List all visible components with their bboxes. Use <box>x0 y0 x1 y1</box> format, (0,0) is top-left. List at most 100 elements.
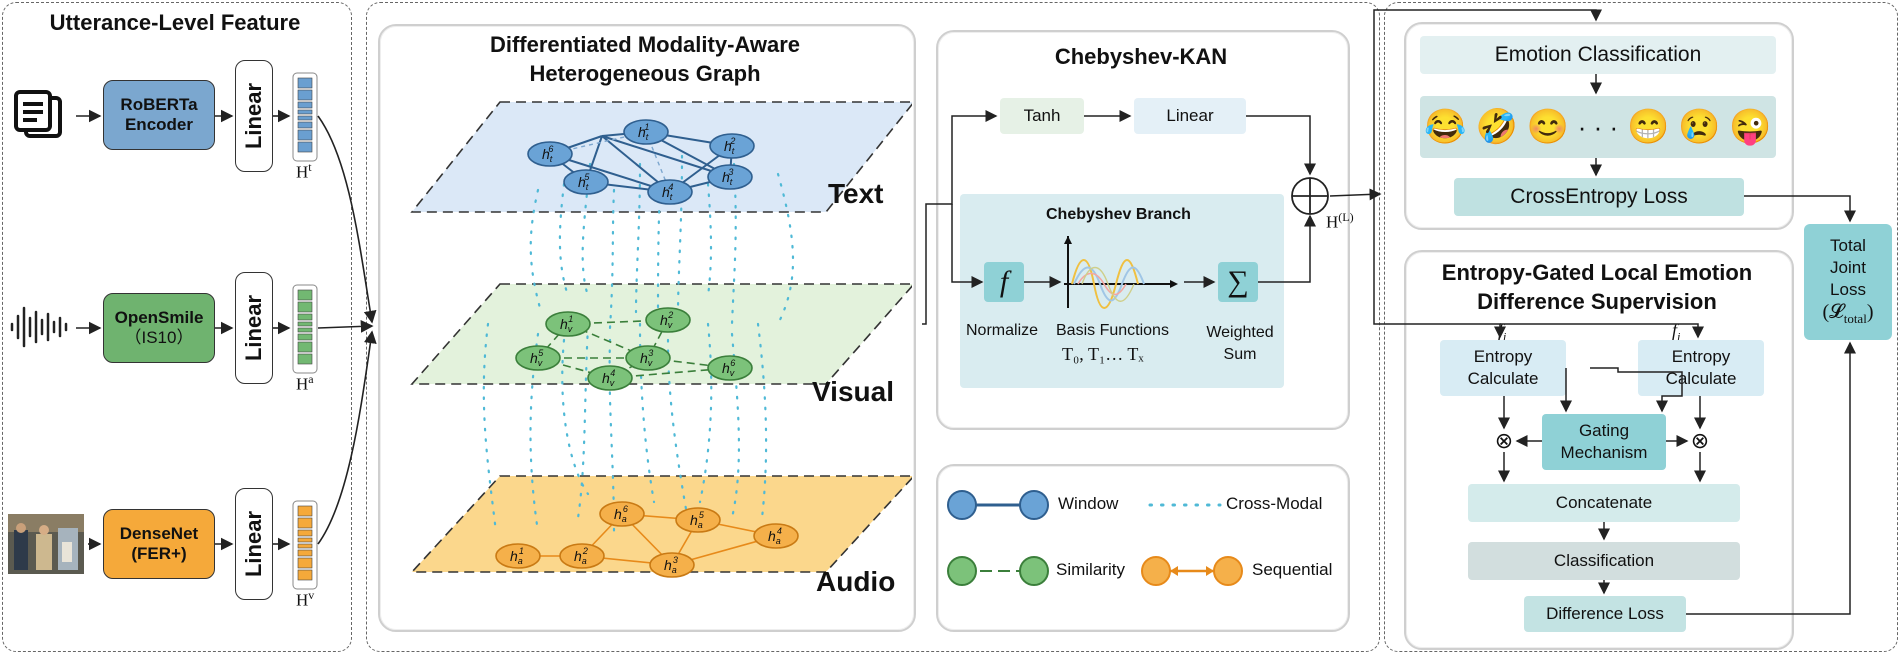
graph-node: hv2 <box>645 307 691 333</box>
svg-text:hv3: hv3 <box>640 348 653 368</box>
feature-label-audio: Ha <box>296 372 314 394</box>
svg-text:ha5: ha5 <box>690 510 705 530</box>
kan-output-label: H(L) <box>1326 210 1354 232</box>
legend-panel <box>936 464 1350 632</box>
svg-text:ht6: ht6 <box>542 144 553 164</box>
video-frame-icon <box>8 514 84 574</box>
document-icon <box>14 90 62 138</box>
concatenate-box: Concatenate <box>1468 484 1740 522</box>
legend-cross-modal-sample <box>1148 503 1222 507</box>
basis-terms-label: T₀, T₁… Tₓ <box>1062 344 1144 364</box>
feature-vector-text <box>292 72 318 162</box>
basis-functions-label: Basis Functions <box>1056 322 1169 339</box>
graph-node: ht6 <box>527 141 573 167</box>
legend-cross-modal-label: Cross-Modal <box>1226 494 1323 513</box>
right-panel-arrows <box>1370 9 1856 615</box>
feature-vector-audio <box>292 284 318 374</box>
graph-node: hv6 <box>707 355 753 381</box>
basis-functions-icon <box>1064 236 1178 309</box>
audio-layer-plane <box>410 475 912 573</box>
opensmile-encoder: OpenSmile（IS10） <box>103 293 215 363</box>
graph-node: hv3 <box>625 345 671 371</box>
supervision-panel <box>1384 2 1898 652</box>
graph-node: ht3 <box>707 164 753 190</box>
densenet-encoder: DenseNet(FER+) <box>103 509 215 579</box>
legend-window-label: Window <box>1058 494 1119 513</box>
svg-text:ha6: ha6 <box>614 504 628 524</box>
emoji-joy: 😂 <box>1424 108 1467 146</box>
emoji-ellipsis: · · · <box>1577 111 1619 142</box>
svg-text:ht2: ht2 <box>724 136 735 156</box>
graph-node: ha3 <box>649 552 695 578</box>
graph-node: ha1 <box>495 543 541 569</box>
graph-node: hv5 <box>515 345 561 371</box>
densenet-line1: DenseNet <box>119 524 199 543</box>
densenet-line2: (FER+) <box>131 544 187 563</box>
svg-text:hv5: hv5 <box>530 348 544 368</box>
chebyshev-branch-title: Chebyshev Branch <box>1046 206 1191 223</box>
graph-node: ha5 <box>675 507 721 533</box>
graph-node: ha6 <box>599 501 645 527</box>
emoji-smile: 😊 <box>1526 108 1569 146</box>
utterance-feature-title: Utterance-Level Feature <box>49 10 301 35</box>
graph-node: ha2 <box>559 543 605 569</box>
svg-text:hv6: hv6 <box>722 358 735 378</box>
layer-name-text: Text <box>828 178 884 209</box>
svg-text:ha3: ha3 <box>664 555 678 575</box>
svg-text:ht3: ht3 <box>722 167 733 187</box>
svg-text:ha1: ha1 <box>510 546 524 566</box>
feature-label-text: Ht <box>296 160 312 182</box>
svg-text:hv2: hv2 <box>660 310 673 330</box>
difference-loss-box: Difference Loss <box>1524 596 1686 632</box>
opensmile-line2: （IS10） <box>124 328 194 347</box>
emotion-classification-box: Emotion Classification <box>1420 36 1776 74</box>
text-layer-plane <box>410 101 912 213</box>
kan-arrows <box>922 110 1382 325</box>
normalize-f-box: f <box>984 262 1024 302</box>
linear-audio: Linear <box>235 272 273 384</box>
emoji-rofl: 🤣 <box>1475 108 1518 146</box>
roberta-line2: Encoder <box>124 115 193 134</box>
emoji-wink-tongue: 😜 <box>1729 108 1772 146</box>
heterogeneous-graph: ht1 ht2 ht3 ht4 ht5 ht6 hv1 hv2 hv3 hv4 hv5 hv6 ha1 h… <box>410 101 912 578</box>
otimes-left: ⊗ <box>1494 428 1514 453</box>
classification-box: Classification <box>1468 542 1740 580</box>
otimes-right: ⊗ <box>1690 428 1710 453</box>
graph-node: ha4 <box>753 523 799 549</box>
graph-node: hv1 <box>545 311 591 337</box>
svg-text:hv1: hv1 <box>560 314 573 334</box>
linear-visual: Linear <box>235 488 273 600</box>
layer-name-audio: Audio <box>816 566 896 597</box>
svg-text:ht4: ht4 <box>662 182 673 202</box>
legend-sequential-label: Sequential <box>1252 560 1333 579</box>
feature-vector-visual <box>292 500 318 590</box>
svg-text:ht5: ht5 <box>578 172 590 192</box>
normalize-label: Normalize <box>966 322 1039 339</box>
weighted-sum-box: ∑ <box>1218 262 1258 302</box>
graph-node: ht1 <box>623 119 669 145</box>
graph-node: hv4 <box>587 365 633 391</box>
kan-linear-box: Linear <box>1134 98 1246 134</box>
svg-text:ha4: ha4 <box>768 526 782 546</box>
tanh-box: Tanh <box>1000 98 1084 134</box>
svg-text:ha2: ha2 <box>574 546 588 566</box>
linear-text: Linear <box>235 60 273 172</box>
waveform-icon <box>10 306 68 348</box>
graph-node: ht4 <box>647 179 693 205</box>
kan-title: Chebyshev-KAN <box>1054 44 1228 69</box>
emoji-cry: 😢 <box>1678 108 1721 146</box>
legend-similarity-sample <box>947 556 1049 586</box>
cross-entropy-box: CrossEntropy Loss <box>1454 178 1744 216</box>
feature-label-visual: Hv <box>296 588 315 610</box>
emoji-row: 😂 🤣 😊 · · · 😁 😢 😜 <box>1420 96 1776 158</box>
opensmile-line1: OpenSmile <box>114 308 204 327</box>
roberta-line1: RoBERTa <box>120 95 198 114</box>
